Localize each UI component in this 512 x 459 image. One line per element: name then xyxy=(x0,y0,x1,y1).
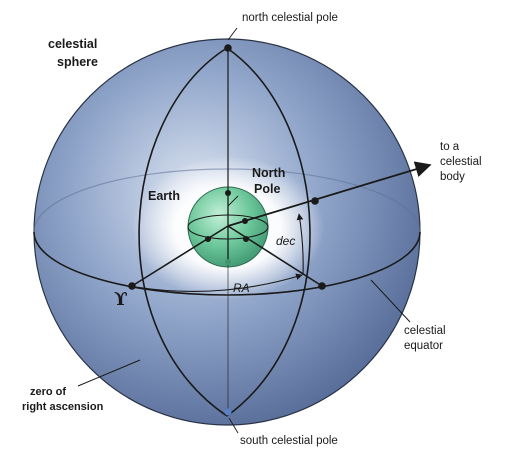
meridian-body xyxy=(226,47,311,417)
zero-ra-label-2: right ascension xyxy=(22,401,104,413)
to-celestial-body-label-3: body xyxy=(440,171,465,183)
celestial-sphere-label-2: sphere xyxy=(57,55,98,69)
vernal-equinox-symbol: ϒ xyxy=(114,289,128,310)
earth-equator-dot xyxy=(243,236,249,242)
leader-south-celestial-pole xyxy=(228,417,239,434)
north-celestial-pole-dot xyxy=(224,44,232,52)
south-celestial-pole-dot xyxy=(224,408,232,416)
celestial-equator-label: celestial xyxy=(404,325,446,337)
celestial-equator xyxy=(33,231,421,296)
vernal-equinox-dot xyxy=(128,282,136,290)
dec-label: dec xyxy=(276,234,295,248)
equator-crossing-dot xyxy=(318,282,326,290)
to-celestial-body-label: to a xyxy=(440,141,460,153)
earth-south-pole-dot xyxy=(225,259,231,265)
north-pole-label: North xyxy=(252,166,285,180)
vector-to-vernal-equinox xyxy=(131,225,229,287)
north-pole-label-2: Pole xyxy=(254,182,280,196)
zero-ra-label: zero of xyxy=(30,386,66,398)
leader-celestial-equator xyxy=(370,279,411,323)
earth-vernal-dot xyxy=(205,236,211,242)
celestial-equator-label-2: equator xyxy=(404,340,443,352)
earth-label: Earth xyxy=(148,189,180,203)
dec-arc xyxy=(296,213,304,276)
to-celestial-body-label-2: celestial xyxy=(440,156,482,168)
celestial-body-dot xyxy=(311,197,319,205)
ra-label: RA xyxy=(233,281,250,295)
earth-body-dot xyxy=(242,218,248,224)
vector-equator-projection xyxy=(227,225,323,287)
meridian-zero-ra xyxy=(138,47,228,417)
vector-to-celestial-body[interactable] xyxy=(227,161,432,227)
leader-north-pole xyxy=(227,195,239,207)
leader-north-celestial-pole xyxy=(227,27,238,41)
ra-arc xyxy=(135,273,303,292)
celestial-sphere-label: celestial xyxy=(48,37,97,51)
leader-zero-ra xyxy=(77,359,141,387)
celestial-equator-back xyxy=(33,168,421,233)
south-celestial-pole-label: south celestial pole xyxy=(240,435,338,447)
earth-north-pole-dot xyxy=(225,190,231,196)
north-celestial-pole-label: north celestial pole xyxy=(242,12,338,24)
